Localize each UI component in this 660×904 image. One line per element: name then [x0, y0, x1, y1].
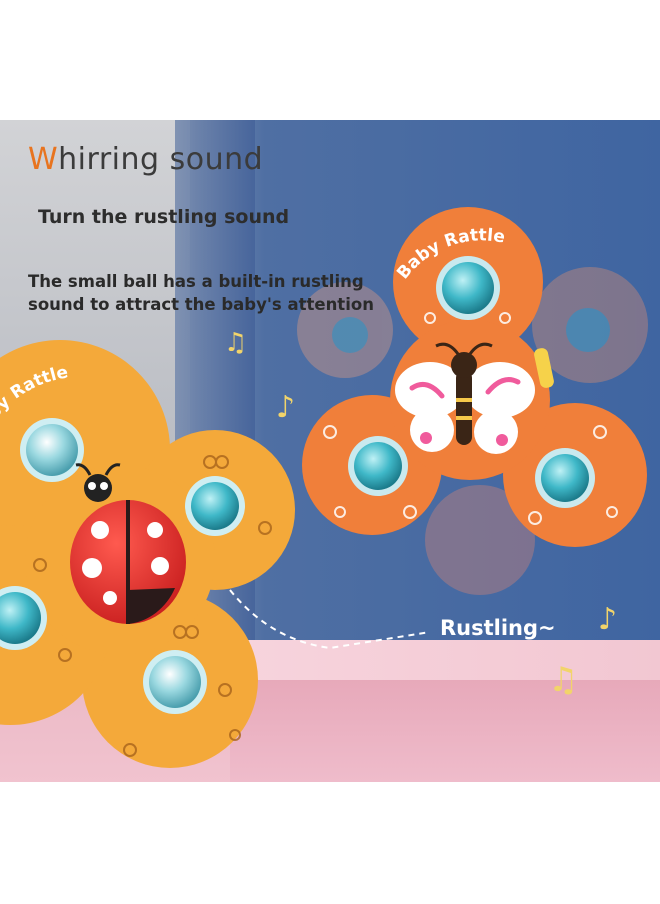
spinner-motion-blur	[297, 267, 648, 595]
description: The small ball has a built-in rustling s…	[28, 272, 374, 314]
orange-spinner: Baby Rattle	[302, 207, 647, 547]
music-note-icon: ♫	[548, 660, 579, 700]
subheading: Turn the rustling sound	[38, 206, 290, 228]
headline-first-letter: W	[28, 142, 59, 177]
callout-dashed-line	[229, 589, 431, 650]
ladybug-icon	[70, 463, 186, 624]
pink-block-top	[230, 640, 660, 680]
headline: Whirring sound	[28, 142, 263, 177]
butterfly-icon	[395, 342, 535, 454]
music-note-icon: ♪	[598, 602, 618, 637]
headline-rest: hirring sound	[58, 142, 264, 177]
pink-block-side	[230, 680, 660, 782]
rustling-callout: Rustling~	[440, 616, 556, 640]
music-note-icon: ♪	[276, 390, 296, 425]
yellow-spinner: by Rattle	[0, 340, 295, 768]
toy-illustration: Baby Rattle	[0, 207, 648, 768]
music-note-icon: ♫	[224, 328, 248, 358]
product-image: Baby Rattle	[0, 120, 660, 782]
